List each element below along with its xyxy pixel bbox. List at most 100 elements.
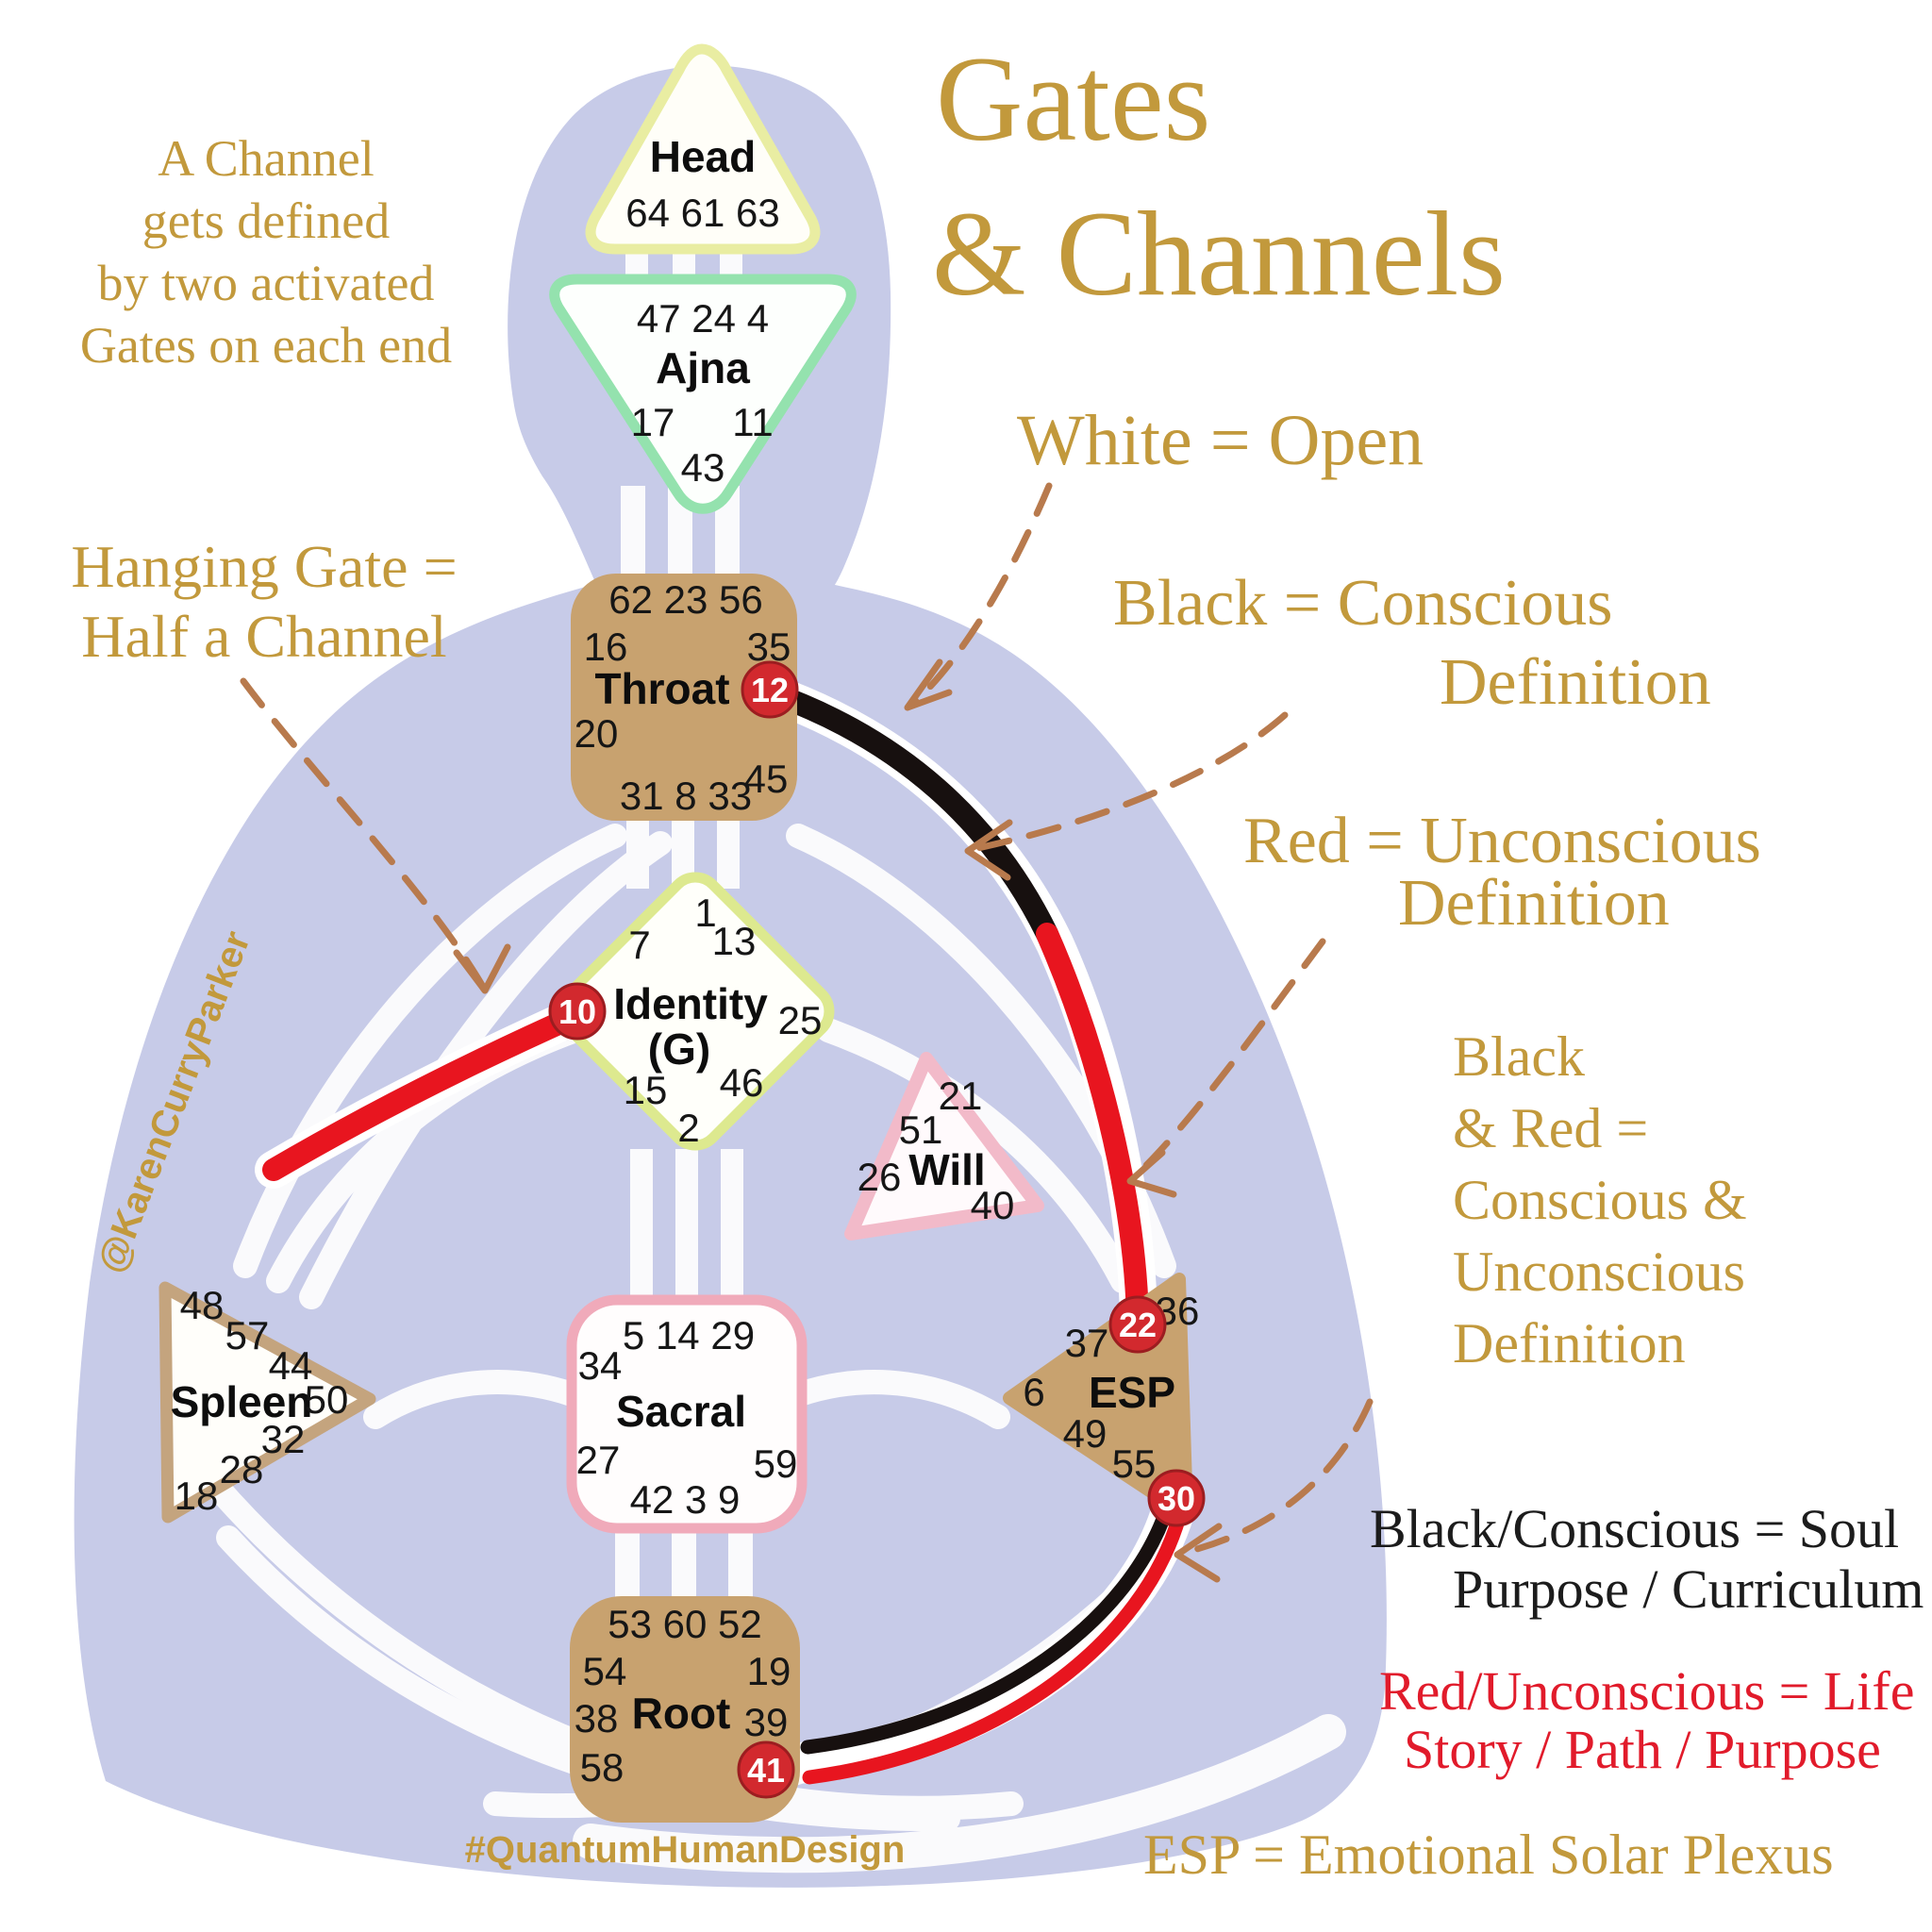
sacral-gates-row1: 5 14 29: [623, 1313, 755, 1357]
channel-12-22-black: [758, 681, 1058, 945]
identity-gate-7: 7: [628, 923, 650, 967]
badge-gate-30: 30: [1147, 1469, 1206, 1527]
note-line: Definition: [1398, 867, 1670, 940]
ajna-shape: [549, 274, 857, 514]
note-line: by two activated: [98, 255, 435, 311]
ajna-gate-43: 43: [681, 445, 725, 490]
note-line: Red = Unconscious: [1243, 805, 1761, 877]
note-line: & Red =: [1453, 1097, 1648, 1159]
badge-number: 12: [751, 671, 789, 709]
spleen-gate-48: 48: [180, 1283, 225, 1327]
note-line: Definition: [1453, 1312, 1686, 1374]
channel-strip: [621, 486, 645, 580]
note-line: Definition: [1440, 646, 1711, 719]
center-will: 21 51 26 Will 40: [844, 1052, 1044, 1241]
page-title-line2: & Channels: [932, 187, 1506, 321]
hashtag: #QuantumHumanDesign: [465, 1829, 906, 1871]
badge-gate-10: 10: [548, 982, 607, 1041]
arrow-red-unconscious: [1126, 938, 1326, 1198]
gate-badges: 12 10 22 30 41: [548, 660, 1206, 1799]
identity-gate-46: 46: [720, 1060, 764, 1105]
channel-10-hanging-red: [262, 1004, 589, 1181]
sacral-gate-27: 27: [576, 1438, 621, 1482]
identity-gate-13: 13: [712, 919, 757, 963]
note-red-life: Red/Unconscious = Life Story / Path / Pu…: [1379, 1660, 1914, 1780]
arrow-curve: [909, 482, 1053, 708]
arrow-curve: [240, 677, 487, 991]
note-line: Hanging Gate =: [71, 533, 457, 600]
throat-gate-45: 45: [744, 757, 789, 801]
note-line: Black: [1453, 1025, 1585, 1088]
esp-label: ESP: [1089, 1368, 1175, 1417]
note-line: Gates on each end: [80, 317, 452, 374]
arrow-head: [904, 658, 953, 711]
center-throat: 62 23 56 16 35 Throat 20 45 31 8 33: [571, 574, 797, 821]
root-gate-58: 58: [580, 1745, 625, 1790]
badge-gate-41: 41: [737, 1740, 795, 1799]
throat-gate-16: 16: [584, 625, 628, 669]
note-black-conscious: Black = Conscious Definition: [1113, 567, 1711, 719]
head-label: Head: [650, 132, 756, 181]
note-red-unconscious: Red = Unconscious Definition: [1243, 805, 1761, 940]
identity-gate-25: 25: [778, 998, 823, 1042]
will-gate-21: 21: [939, 1074, 983, 1118]
sacral-gate-34: 34: [578, 1343, 623, 1388]
channel-30-41-red: [802, 1509, 1187, 1785]
identity-gate-15: 15: [624, 1068, 668, 1112]
center-head: Head 64 61 63: [585, 43, 821, 255]
will-gate-51: 51: [899, 1108, 943, 1152]
spleen-shape: [158, 1281, 376, 1524]
ajna-gate-11: 11: [732, 400, 774, 444]
badge-circle: [737, 1740, 795, 1799]
note-line: Red/Unconscious = Life: [1379, 1660, 1914, 1722]
sacral-gate-59: 59: [754, 1441, 798, 1486]
esp-gate-37: 37: [1065, 1321, 1109, 1365]
badge-number: 41: [747, 1751, 785, 1790]
identity-gate-1: 1: [694, 891, 716, 935]
sacral-gates-row2: 42 3 9: [630, 1477, 741, 1522]
channel-12-22-red: [1036, 923, 1149, 1328]
head-gates: 64 61 63: [625, 191, 780, 235]
identity-shape: [556, 872, 835, 1151]
note-line: Story / Path / Purpose: [1404, 1719, 1881, 1780]
channel-strip: [615, 1524, 640, 1603]
annotations: Gates & Channels A Channel gets defined …: [71, 32, 1924, 1886]
note-hanging-gate: Hanging Gate = Half a Channel: [71, 533, 457, 670]
will-gate-26: 26: [858, 1155, 902, 1199]
channel-strip: [630, 1149, 653, 1307]
badge-circle: [548, 982, 607, 1041]
badge-number: 30: [1158, 1479, 1195, 1518]
annotation-arrows: [240, 482, 1374, 1583]
esp-gate-6: 6: [1023, 1370, 1044, 1414]
channel-strip: [721, 1149, 743, 1307]
will-gate-40: 40: [971, 1183, 1015, 1227]
center-sacral: 5 14 29 34 Sacral 27 59 42 3 9: [566, 1294, 808, 1534]
throat-gate-20: 20: [575, 711, 619, 756]
channel-strip: [728, 1524, 753, 1603]
spleen-gate-28: 28: [220, 1447, 264, 1491]
spleen-gate-44: 44: [269, 1343, 313, 1388]
throat-label: Throat: [594, 664, 729, 713]
note-line: gets defined: [142, 192, 390, 249]
channel-strip: [675, 1149, 698, 1307]
badge-circle: [1147, 1469, 1206, 1527]
arrow-black-and-red: [1174, 1398, 1374, 1583]
will-label: Will: [908, 1145, 985, 1194]
arrow-white-open: [904, 482, 1053, 711]
white-arc: [363, 1370, 584, 1429]
throat-shape: [571, 574, 797, 821]
spleen-gate-57: 57: [225, 1313, 270, 1357]
root-gate-19: 19: [747, 1649, 791, 1693]
badge-number: 10: [558, 992, 596, 1031]
note-line: Half a Channel: [81, 603, 446, 670]
badge-number: 22: [1119, 1306, 1157, 1344]
channel-30-41-black: [800, 1498, 1175, 1755]
arrow-hanging-gate: [240, 677, 511, 994]
note-line: A Channel: [158, 130, 374, 187]
white-arc: [816, 1018, 1135, 1293]
sacral-label: Sacral: [616, 1387, 746, 1436]
spleen-gate-32: 32: [261, 1417, 306, 1461]
spleen-label: Spleen: [171, 1377, 313, 1426]
identity-gate-2: 2: [677, 1106, 699, 1150]
